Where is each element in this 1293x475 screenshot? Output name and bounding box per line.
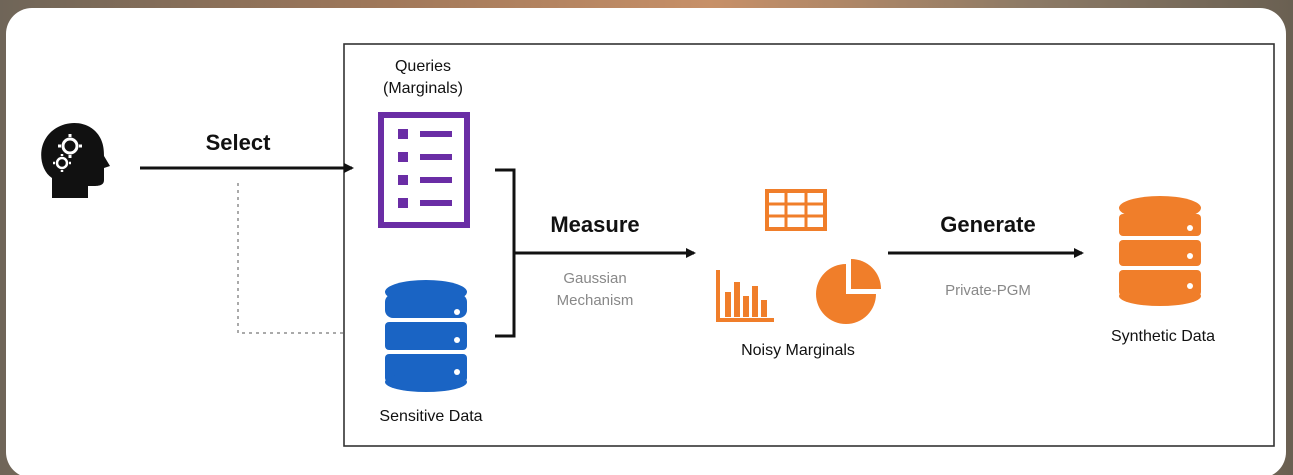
queries-label-line1: Queries [394, 58, 452, 75]
checklist-icon [378, 112, 470, 228]
table-icon [765, 189, 827, 231]
dashed-connector [237, 183, 344, 334]
synthetic-data-label: Synthetic Data [1110, 328, 1216, 345]
head-with-gears-icon [41, 123, 111, 198]
merge-bracket [495, 168, 516, 338]
diagram-card [6, 8, 1286, 475]
pie-chart-icon [816, 259, 881, 324]
measure-label: Measure [550, 212, 640, 237]
bar-chart-icon [716, 270, 774, 322]
generate-label: Generate [940, 212, 1036, 237]
gaussian-line1: Gaussian [563, 270, 627, 287]
queries-label-line2: (Marginals) [382, 80, 463, 97]
sensitive-data-label: Sensitive Data [379, 408, 483, 425]
database-icon [1119, 196, 1201, 306]
noisy-marginals-label: Noisy Marginals [741, 342, 855, 359]
private-pgm-label: Private-PGM [945, 282, 1031, 299]
select-label: Select [205, 130, 271, 155]
queries-label: Queries (Marginals) [368, 56, 478, 100]
gaussian-mechanism-label: Gaussian Mechanism [535, 268, 655, 312]
database-icon [385, 280, 467, 392]
gaussian-line2: Mechanism [556, 292, 634, 309]
pipeline-box [343, 43, 1275, 447]
